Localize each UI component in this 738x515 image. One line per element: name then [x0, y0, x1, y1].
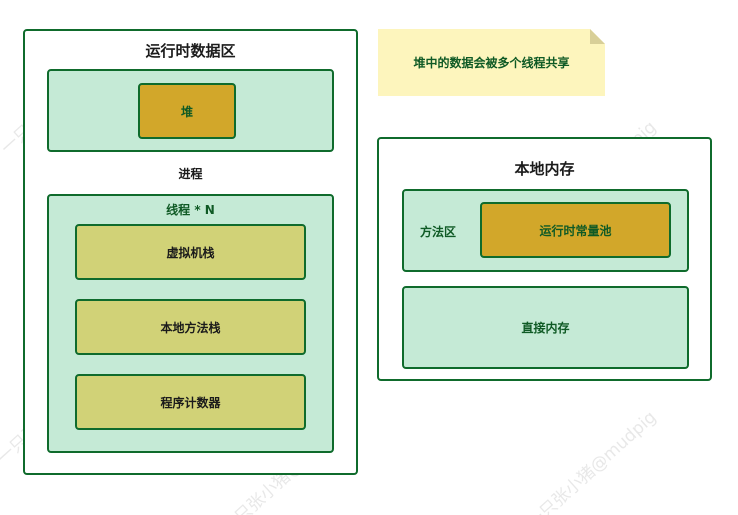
native-method-stack-box: 本地方法栈 [75, 299, 306, 355]
shared-heap-note-text: 堆中的数据会被多个线程共享 [413, 56, 570, 70]
runtime-data-area-title: 运行时数据区 [145, 42, 236, 60]
vm-stack-box: 虚拟机栈 [75, 224, 306, 280]
native-memory-title: 本地内存 [514, 160, 575, 178]
program-counter-box: 程序计数器 [75, 374, 306, 430]
method-area-label: 方法区 [420, 225, 457, 239]
process-label: 进程 [178, 167, 203, 181]
thread-group-title: 线程 * N [166, 203, 215, 217]
runtime-constant-pool-box: 运行时常量池 [480, 202, 671, 258]
heap-box: 堆 [138, 83, 236, 139]
direct-memory-box: 直接内存 [402, 286, 689, 369]
shared-heap-note [378, 29, 605, 96]
watermark: 一只张小猪@mudpig [523, 407, 661, 515]
